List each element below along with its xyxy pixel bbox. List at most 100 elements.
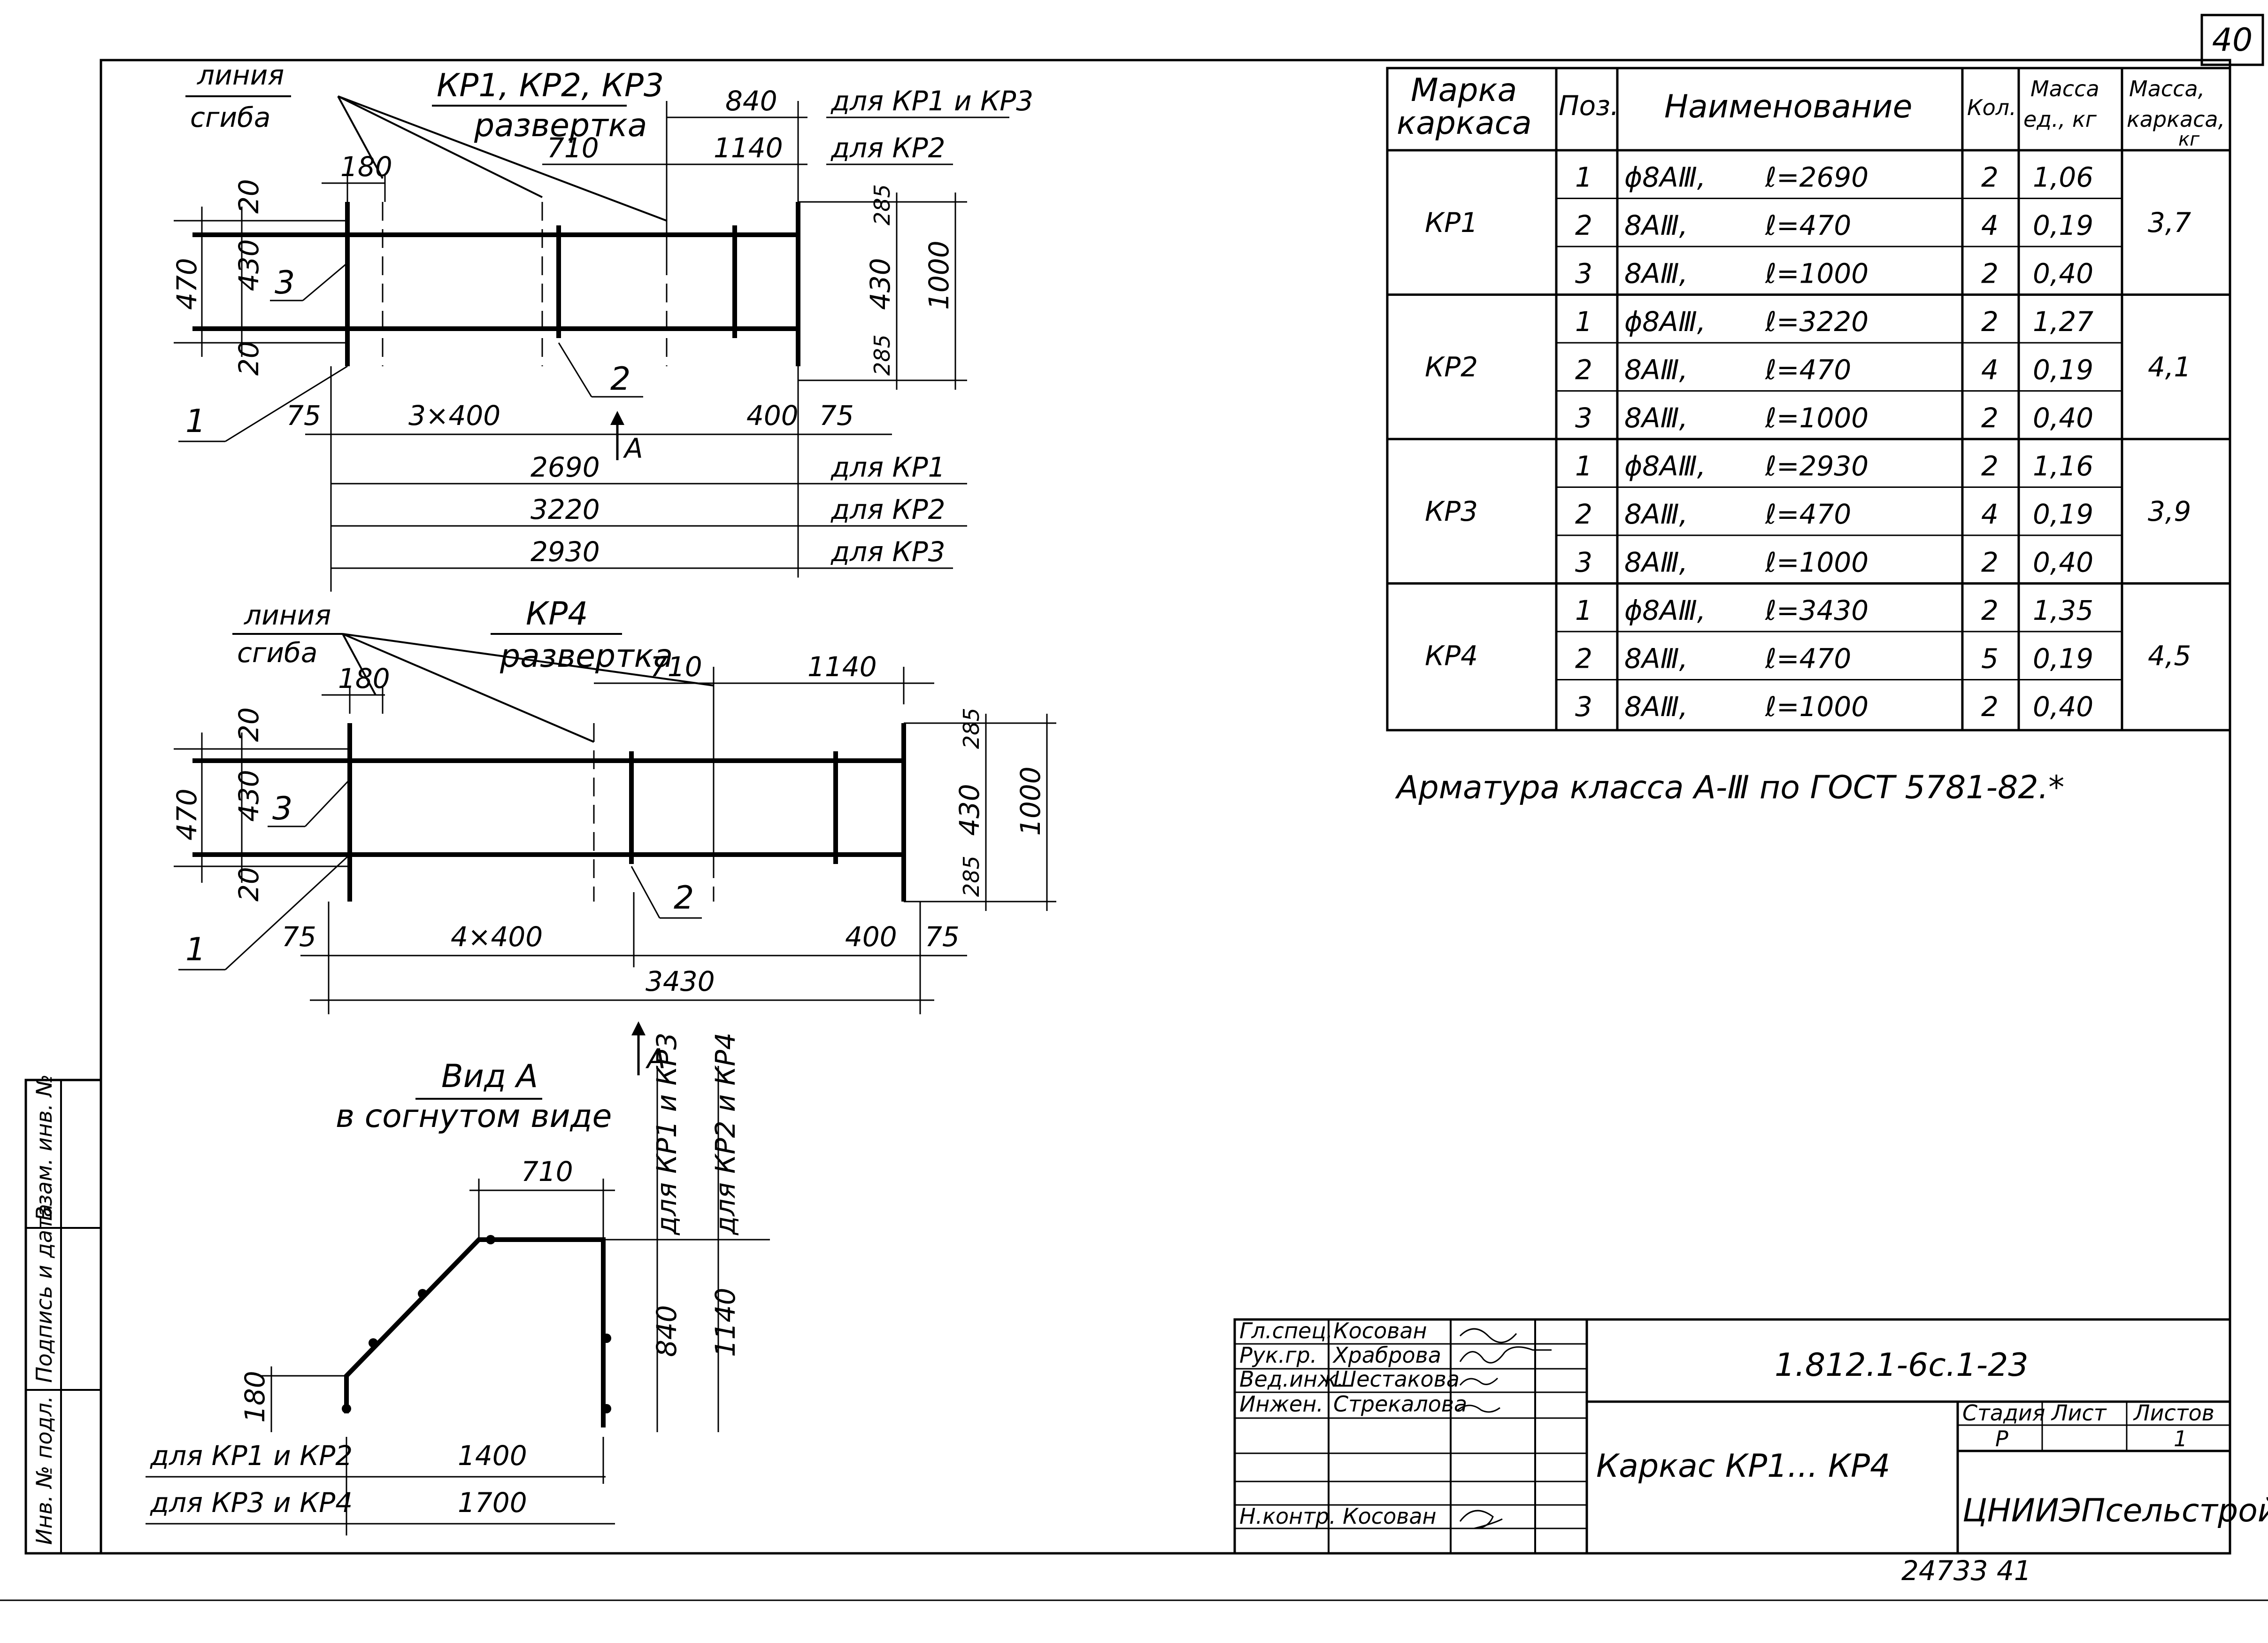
dim-20-top-b: 20 — [233, 707, 265, 742]
view-row1-label: для КР1 и КР2 — [150, 1440, 353, 1472]
dim-400: 400 — [746, 400, 799, 432]
unfold-kr4: линия сгиба КР4 развертка 710 1140 180 4… — [171, 595, 1056, 1075]
stamp-code: 1.812.1-6с.1-23 — [1775, 1347, 2029, 1384]
signer-role-2: Вед.инж. — [1239, 1366, 1344, 1392]
spec-pos: 3 — [1575, 258, 1592, 290]
pos-1-b: 1 — [185, 931, 206, 968]
len-2690-label: для КР1 — [830, 451, 946, 483]
unfold2-title: КР4 — [526, 595, 588, 633]
spec-mass: 3,9 — [2148, 495, 2191, 527]
bend-line-label-1b: сгиба — [190, 101, 270, 133]
view-subtitle: в согнутом виде — [336, 1098, 612, 1135]
dim-20-top: 20 — [233, 179, 265, 214]
bend-line-label-1a: линия — [197, 59, 284, 91]
dim-285-bot-b: 285 — [959, 856, 984, 897]
spec-mark: КР3 — [1425, 495, 1478, 527]
spec-bar: 8АⅢ, — [1624, 498, 1688, 530]
spec-pos: 2 — [1575, 643, 1592, 675]
spec-bar: 8АⅢ, — [1624, 402, 1688, 434]
hdr-mass-1: Масса, — [2129, 76, 2205, 101]
spec-length: ℓ=1000 — [1765, 258, 1868, 290]
spec-qty: 2 — [1981, 594, 1999, 626]
spec-length: ℓ=1000 — [1765, 402, 1868, 434]
signer-role-1: Рук.гр. — [1239, 1342, 1317, 1368]
view-row2-label: для КР3 и КР4 — [150, 1487, 353, 1519]
spec-unit-mass: 0,19 — [2033, 354, 2093, 386]
spec-pos: 1 — [1575, 306, 1592, 338]
spec-unit-mass: 1,06 — [2033, 162, 2093, 193]
spec-length: ℓ=3430 — [1765, 594, 1868, 626]
spec-unit-mass: 1,27 — [2033, 306, 2093, 338]
side-inv-label: Инв. № подл. — [31, 1396, 57, 1545]
spec-length: ℓ=1000 — [1765, 547, 1868, 579]
unfold2-total: 3430 — [646, 965, 715, 997]
arrow-a-1: А — [623, 432, 643, 464]
dim-430: 430 — [233, 239, 265, 291]
spec-pos: 3 — [1575, 547, 1592, 579]
stamp-org: ЦНИИЭПсельстрой — [1962, 1492, 2268, 1529]
spec-pos: 1 — [1575, 450, 1592, 482]
spec-pos: 2 — [1575, 209, 1592, 241]
len-3220: 3220 — [530, 494, 600, 525]
signer-name-0: Косован — [1333, 1318, 1427, 1343]
hdr-mass-2: каркаса, — [2127, 107, 2225, 132]
spec-qty: 2 — [1981, 402, 1999, 434]
spec-pos: 2 — [1575, 498, 1592, 530]
spec-length: ℓ=470 — [1765, 643, 1851, 675]
spec-unit-mass: 0,19 — [2033, 209, 2093, 241]
dim-75-right: 75 — [819, 400, 854, 432]
spec-pos: 1 — [1575, 594, 1592, 626]
stamp-stage: Р — [1995, 1426, 2008, 1451]
hdr-mass-3: кг — [2178, 129, 2200, 150]
spec-qty: 5 — [1981, 643, 1999, 675]
len-2930: 2930 — [530, 536, 600, 568]
spec-bar: ϕ8АⅢ, — [1624, 450, 1706, 482]
spec-qty: 2 — [1981, 162, 1999, 193]
dim-840-view: 840 — [651, 1305, 683, 1357]
hdr-unit-2: ед., кг — [2023, 107, 2097, 132]
dim-430-b: 430 — [233, 770, 265, 822]
len-2690: 2690 — [530, 451, 600, 483]
arrow-a-2: А — [645, 1043, 666, 1075]
signer-name-3: Стрекалова — [1333, 1391, 1467, 1417]
spec-qty: 2 — [1981, 450, 1999, 482]
spec-unit-mass: 0,40 — [2033, 691, 2093, 723]
spec-length: ℓ=470 — [1765, 209, 1851, 241]
sheet-frame: 40 — [0, 14, 2268, 1601]
signer-name-2: Шестакова — [1333, 1366, 1460, 1392]
spec-qty: 2 — [1981, 306, 1999, 338]
signer-role-4: Н.контр. — [1239, 1504, 1336, 1529]
label-840-kr: для КР1 и КР3 — [651, 1033, 683, 1235]
dim-400-b: 400 — [845, 921, 897, 953]
view-title: Вид А — [441, 1058, 538, 1095]
side-replace-label: Взам. инв. № — [31, 1074, 57, 1221]
spec-bar: 8АⅢ, — [1624, 547, 1688, 579]
spec-bar: ϕ8АⅢ, — [1624, 594, 1706, 626]
spec-bar: 8АⅢ, — [1624, 258, 1688, 290]
hdr-qty: Кол. — [1967, 95, 2016, 120]
dim-1140-view: 1140 — [709, 1288, 741, 1357]
spec-mark: КР2 — [1425, 351, 1478, 383]
stamp-sheets: 1 — [2174, 1426, 2187, 1451]
dim-1140-b: 1140 — [807, 651, 877, 683]
signer-role-0: Гл.спец. — [1239, 1318, 1333, 1343]
spec-unit-mass: 0,40 — [2033, 258, 2093, 290]
view-row1-value: 1400 — [458, 1440, 527, 1472]
dim-710-b: 710 — [650, 651, 702, 683]
spec-mass: 4,1 — [2148, 351, 2191, 383]
stamp-stage-label: Стадия — [1962, 1400, 2045, 1426]
label-1140-kr: для КР2 и КР4 — [709, 1033, 741, 1235]
spec-qty: 4 — [1981, 354, 1999, 386]
spec-mass: 4,5 — [2148, 640, 2191, 671]
dim-430-right-b: 430 — [953, 784, 985, 836]
dim-75-left-b: 75 — [282, 921, 316, 953]
spec-bar: 8АⅢ, — [1624, 209, 1688, 241]
side-stamp: Инв. № подл. Подпись и дата Взам. инв. № — [24, 1074, 102, 1555]
spec-length: ℓ=3220 — [1765, 306, 1868, 338]
view-row2-value: 1700 — [458, 1487, 527, 1519]
unfold1-span: 3×400 — [408, 400, 500, 432]
spec-unit-mass: 0,19 — [2033, 643, 2093, 675]
dim-20-bot: 20 — [233, 341, 265, 376]
